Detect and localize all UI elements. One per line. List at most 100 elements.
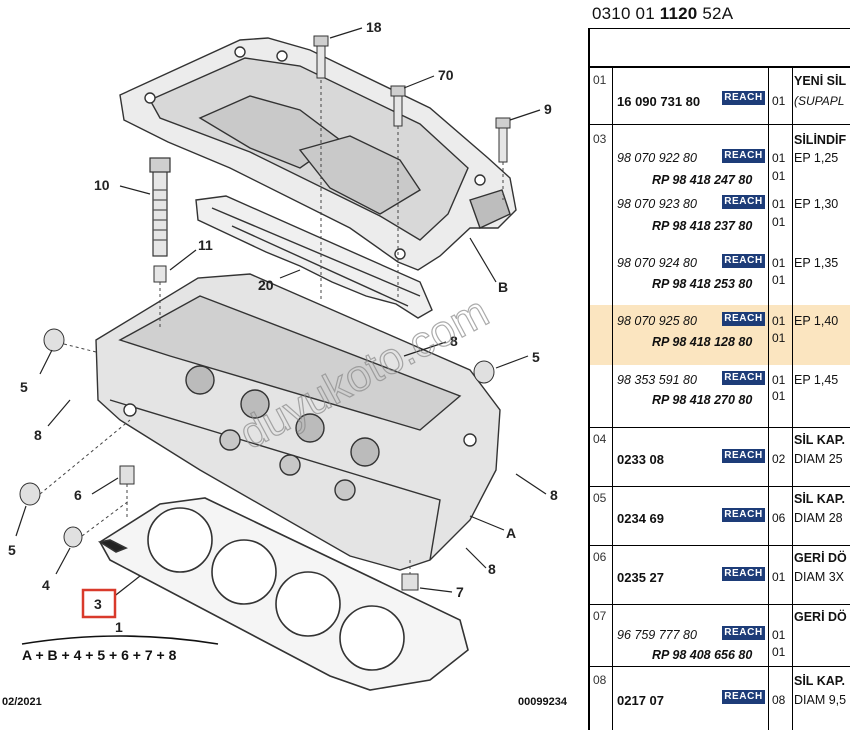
quantity: 01 [772,373,786,387]
order-number: 08 [593,673,607,687]
parts-table: 0310 01 1120 52A 01 16 090 731 80 REACH … [588,0,850,730]
variant-reference[interactable]: 98 353 591 80 [617,373,697,387]
description-sub: (SUPAPL [794,94,845,108]
dowel-pin[interactable] [153,265,167,283]
exploded-parts-diagram: 18 70 9 10 11 20 B 8 5 5 8 6 8 5 A 4 8 7… [2,19,568,708]
description-sub: DIAM 25 [794,452,843,466]
callout-3: 3 [94,596,102,612]
replacement-reference[interactable]: RP 98 418 237 80 [652,219,753,233]
quantity: 01 [772,628,786,642]
replacement-reference[interactable]: RP 98 418 270 80 [652,393,753,407]
variant-reference[interactable]: 98 070 924 80 [617,256,697,270]
reach-badge: REACH [722,371,765,385]
callout-5-left: 5 [20,379,28,395]
part-reference[interactable]: 16 090 731 80 [617,94,701,109]
column-divider-order [612,68,613,730]
table-row-04[interactable]: 04 0233 08 REACH 02 SİL KAP. DIAM 25 [588,428,850,487]
replacement-reference[interactable]: RP 98 418 128 80 [652,335,753,349]
quantity: 06 [772,511,786,525]
callout-8-top: 8 [450,333,458,349]
diagram-reference: 0310 01 1120 52A [588,0,850,29]
reach-badge: REACH [722,91,765,105]
quantity: 01 [772,151,786,165]
column-divider-left [588,28,590,730]
head-gasket[interactable] [97,497,469,691]
variant-thickness: EP 1,35 [794,256,839,270]
callout-11: 11 [198,237,213,253]
table-row-06[interactable]: 06 0235 27 REACH 01 GERİ DÖ DIAM 3X [588,546,850,605]
quantity: 01 [772,197,786,211]
callout-6: 6 [74,487,82,503]
replacement-quantity: 01 [772,273,786,287]
leader-lines [15,27,547,599]
cover-gasket[interactable] [195,195,433,319]
table-row-08[interactable]: 08 0217 07 REACH 08 SİL KAP. DIAM 9,5 [588,667,850,729]
table-row-03[interactable]: 03 SİLİNDİF 98 070 922 80 REACH 01 EP 1,… [588,125,850,428]
callout-4: 4 [42,577,50,593]
reach-badge: REACH [722,449,765,463]
callout-10: 10 [94,177,110,193]
replacement-quantity: 01 [772,169,786,183]
dashed-guides [39,80,504,574]
order-number: 05 [593,491,607,505]
variant-thickness: EP 1,45 [794,373,839,387]
table-row-07[interactable]: 07 96 759 777 80 REACH 01 GERİ DÖ RP 98 … [588,605,850,667]
formula-text: A + B + 4 + 5 + 6 + 7 + 8 [22,647,177,663]
replacement-reference[interactable]: RP 98 418 247 80 [652,173,753,187]
variant-reference[interactable]: 98 070 923 80 [617,197,697,211]
callout-5-bottom: 5 [8,542,16,558]
bracket[interactable] [401,573,419,591]
head-bolt[interactable] [149,157,171,257]
callout-8-bottom: 8 [488,561,496,577]
camshaft-housing[interactable] [119,37,517,271]
description-title: SİL KAP. [794,433,845,447]
quantity: 02 [772,452,786,466]
callout-3-highlight-box[interactable] [81,588,117,619]
reach-badge: REACH [722,690,765,704]
description-title: SİLİNDİF [794,133,847,147]
cover-bolt-18[interactable] [313,35,329,79]
callout-5-right: 5 [532,349,540,365]
reach-badge: REACH [722,508,765,522]
description-title: GERİ DÖ [794,551,847,565]
table-row-05[interactable]: 05 0234 69 REACH 06 SİL KAP. DIAM 28 [588,487,850,546]
quantity: 01 [772,570,786,584]
guide-sleeve[interactable] [119,465,135,485]
quantity: 01 [772,94,786,108]
reach-badge: REACH [722,254,765,268]
part-reference[interactable]: 0234 69 [617,511,664,526]
description-title: SİL KAP. [794,492,845,506]
callout-a: A [506,525,516,541]
part-reference[interactable]: 0235 27 [617,570,664,585]
reach-badge: REACH [722,567,765,581]
callout-9: 9 [544,101,552,117]
variant-thickness: EP 1,25 [794,151,839,165]
replacement-quantity: 01 [772,331,786,345]
part-reference[interactable]: 0233 08 [617,452,664,467]
description-sub: DIAM 9,5 [794,693,847,707]
reach-badge: REACH [722,149,765,163]
reach-badge: REACH [722,195,765,209]
cover-bolt-9[interactable] [495,117,511,163]
order-number: 06 [593,550,607,564]
replacement-quantity: 01 [772,389,786,403]
variant-reference[interactable]: 98 070 922 80 [617,151,697,165]
quantity: 01 [772,256,786,270]
description-sub: DIAM 28 [794,511,843,525]
table-row-01[interactable]: 01 16 090 731 80 REACH 01 YENİ SİL (SUPA… [588,68,850,125]
variant-reference[interactable]: 98 070 925 80 [617,314,697,328]
column-divider-ref [768,68,769,730]
callout-18: 18 [366,19,382,35]
highlighted-variant-band [588,305,850,365]
cylinder-head[interactable] [95,273,501,571]
replacement-reference[interactable]: RP 98 418 253 80 [652,277,753,291]
callout-8-right: 8 [550,487,558,503]
order-number: 07 [593,609,607,623]
replacement-reference[interactable]: RP 98 408 656 80 [652,648,753,662]
diagram-date: 02/2021 [2,696,42,708]
reach-badge: REACH [722,626,765,640]
part-reference[interactable]: 96 759 777 80 [617,628,697,642]
description-title: SİL KAP. [794,674,845,688]
replacement-quantity: 01 [772,215,786,229]
part-reference[interactable]: 0217 07 [617,693,664,708]
